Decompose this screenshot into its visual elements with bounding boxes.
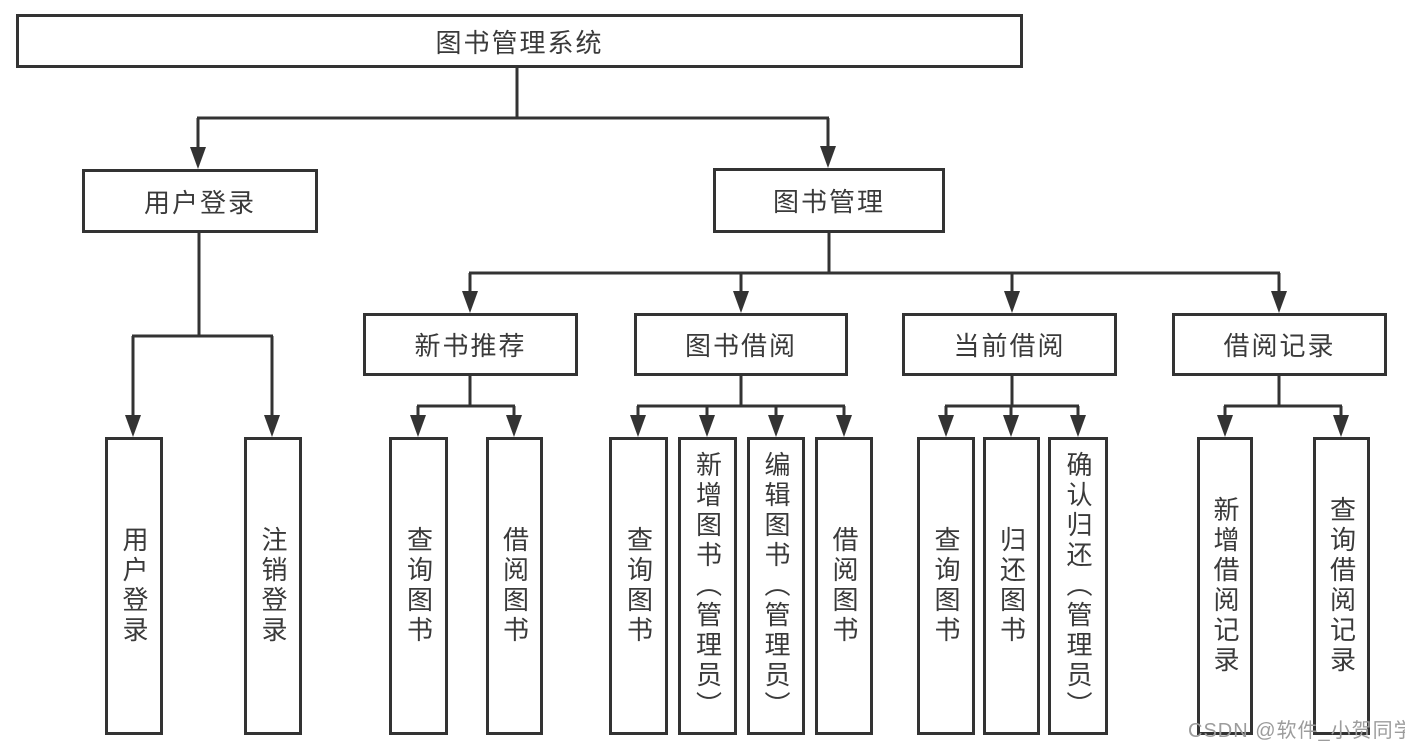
leaf-borrow-books-2: 借阅图书 bbox=[815, 437, 873, 735]
node-new-book-recommend: 新书推荐 bbox=[363, 313, 578, 376]
leaf-confirm-return-admin-label: 确认归还（管理员） bbox=[1063, 451, 1093, 721]
node-user-login-label: 用户登录 bbox=[143, 187, 256, 218]
node-current-borrowing-label: 当前借阅 bbox=[953, 331, 1066, 361]
node-borrowing-records-label: 借阅记录 bbox=[1223, 331, 1336, 361]
leaf-query-books-2-label: 查询图书 bbox=[623, 526, 654, 646]
node-current-borrowing: 当前借阅 bbox=[902, 313, 1117, 376]
leaf-borrow-books-2-label: 借阅图书 bbox=[829, 526, 859, 646]
leaf-query-borrow-record: 查询借阅记录 bbox=[1313, 437, 1370, 735]
leaf-user-login-label: 用户登录 bbox=[119, 526, 149, 646]
leaf-user-login: 用户登录 bbox=[105, 437, 163, 735]
leaf-edit-book-admin-label: 编辑图书（管理员） bbox=[761, 451, 791, 721]
leaf-edit-book-admin: 编辑图书（管理员） bbox=[747, 437, 805, 735]
leaf-query-books-2: 查询图书 bbox=[609, 437, 668, 735]
node-root: 图书管理系统 bbox=[16, 14, 1023, 68]
leaf-query-books-1-label: 查询图书 bbox=[403, 526, 434, 646]
leaf-logout: 注销登录 bbox=[244, 437, 302, 735]
leaf-confirm-return-admin: 确认归还（管理员） bbox=[1048, 437, 1108, 735]
node-book-management-label: 图书管理 bbox=[772, 187, 885, 217]
connector-path bbox=[131, 68, 1343, 419]
leaf-query-books-3: 查询图书 bbox=[917, 437, 975, 735]
leaf-query-borrow-record-label: 查询借阅记录 bbox=[1326, 496, 1357, 676]
node-root-label: 图书管理系统 bbox=[435, 27, 604, 58]
watermark: CSDN @软件_小贺同学 bbox=[1188, 720, 1405, 742]
node-user-login: 用户登录 bbox=[82, 169, 318, 233]
leaf-add-book-admin-label: 新增图书（管理员） bbox=[692, 451, 723, 721]
leaf-return-books-label: 归还图书 bbox=[996, 526, 1027, 646]
arrowheads bbox=[125, 146, 1349, 437]
node-book-management: 图书管理 bbox=[713, 168, 945, 233]
leaf-query-books-3-label: 查询图书 bbox=[931, 526, 961, 646]
leaf-add-borrow-record: 新增借阅记录 bbox=[1197, 437, 1253, 735]
node-new-book-recommend-label: 新书推荐 bbox=[414, 331, 527, 361]
leaf-borrow-books-1: 借阅图书 bbox=[486, 437, 543, 735]
node-borrowing-records: 借阅记录 bbox=[1172, 313, 1387, 376]
node-book-borrowing: 图书借阅 bbox=[634, 313, 848, 376]
leaf-add-book-admin: 新增图书（管理员） bbox=[678, 437, 737, 735]
leaf-add-borrow-record-label: 新增借阅记录 bbox=[1210, 496, 1240, 676]
node-book-borrowing-label: 图书借阅 bbox=[684, 331, 797, 361]
leaf-query-books-1: 查询图书 bbox=[389, 437, 448, 735]
leaf-return-books: 归还图书 bbox=[983, 437, 1040, 735]
leaf-borrow-books-1-label: 借阅图书 bbox=[499, 526, 530, 646]
leaf-logout-label: 注销登录 bbox=[258, 526, 288, 646]
